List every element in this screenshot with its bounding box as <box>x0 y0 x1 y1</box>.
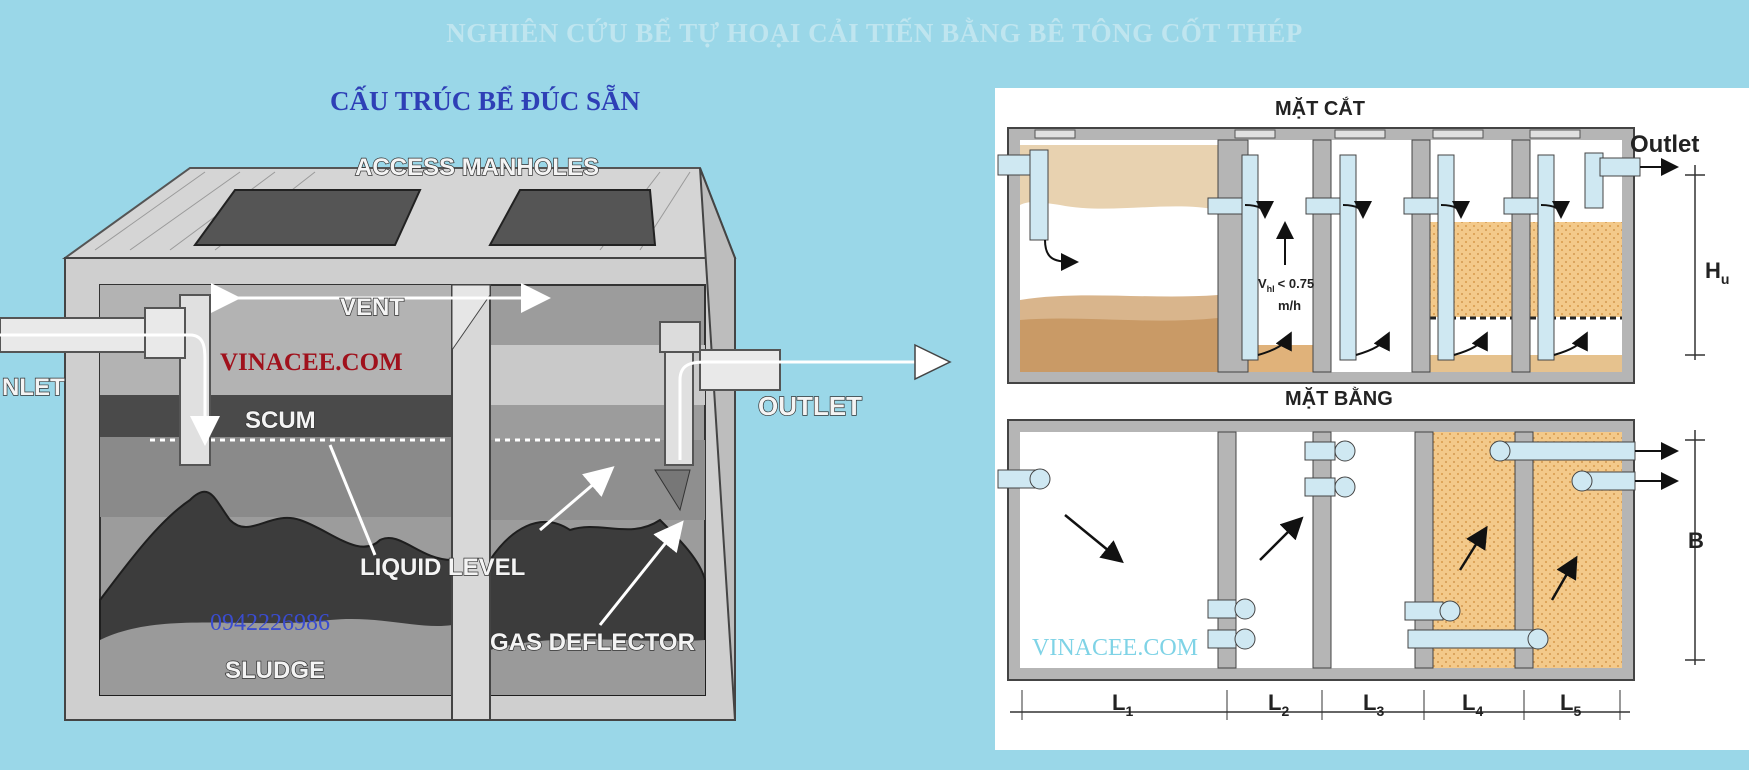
plan-title: MẶT BẰNG <box>1285 386 1393 410</box>
outlet-pipe <box>699 349 781 391</box>
length-label-1: L1 <box>1112 690 1133 719</box>
label-outlet: OUTLET <box>758 391 862 421</box>
label-vent: VENT <box>340 294 404 321</box>
label-liquid-level: LIQUID LEVEL <box>360 554 525 581</box>
velocity-label: Vhl< 0.75 <box>1258 276 1314 294</box>
page-title: NGHIÊN CỨU BỂ TỰ HOẠI CẢI TIẾN BẰNG BÊ T… <box>446 18 1303 48</box>
liquid-level-leader-1 <box>328 444 377 556</box>
length-label-2: L2 <box>1268 690 1289 719</box>
outlet-flow-arrow <box>678 360 940 460</box>
length-label-4: L4 <box>1462 690 1483 719</box>
watermark-vinacee-red: VINACEE.COM <box>220 349 403 376</box>
filter-media-plan-5 <box>1530 432 1622 668</box>
velocity-unit: m/h <box>1278 298 1301 313</box>
gas-deflector-leader <box>598 520 684 626</box>
section-title: MẶT CẮT <box>1275 96 1365 120</box>
liquid-level-leader-2 <box>539 466 615 532</box>
tank-side <box>699 167 736 721</box>
label-sludge: SLUDGE <box>225 657 325 684</box>
label-access-manholes: ACCESS MANHOLES <box>355 154 599 181</box>
inlet-flow-arrow <box>0 333 220 446</box>
length-labels: L1 L2 L3 L4 L5 <box>1112 690 1581 719</box>
plan-view <box>997 419 1705 720</box>
phone-number: 0942226986 <box>210 610 330 636</box>
width-label: B <box>1688 528 1704 553</box>
manhole-right <box>488 189 657 246</box>
label-inlet: NLET <box>2 374 65 401</box>
watermark-vinacee-cyan: VINACEE.COM <box>1032 635 1198 661</box>
label-scum: SCUM <box>245 407 316 434</box>
outlet-arrowhead <box>914 343 952 381</box>
scum-layer <box>100 395 452 437</box>
subtitle: CẤU TRÚC BỂ ĐÚC SẴN <box>330 86 641 116</box>
length-label-5: L5 <box>1560 690 1581 719</box>
manhole-left <box>193 189 422 246</box>
length-label-3: L3 <box>1363 690 1384 719</box>
section-view <box>997 127 1705 384</box>
outlet-label: Outlet <box>1630 131 1699 158</box>
label-gas-deflector: GAS DEFLECTOR <box>490 629 695 656</box>
height-label: Hu <box>1705 258 1729 287</box>
gas-deflector-shape <box>654 469 691 512</box>
